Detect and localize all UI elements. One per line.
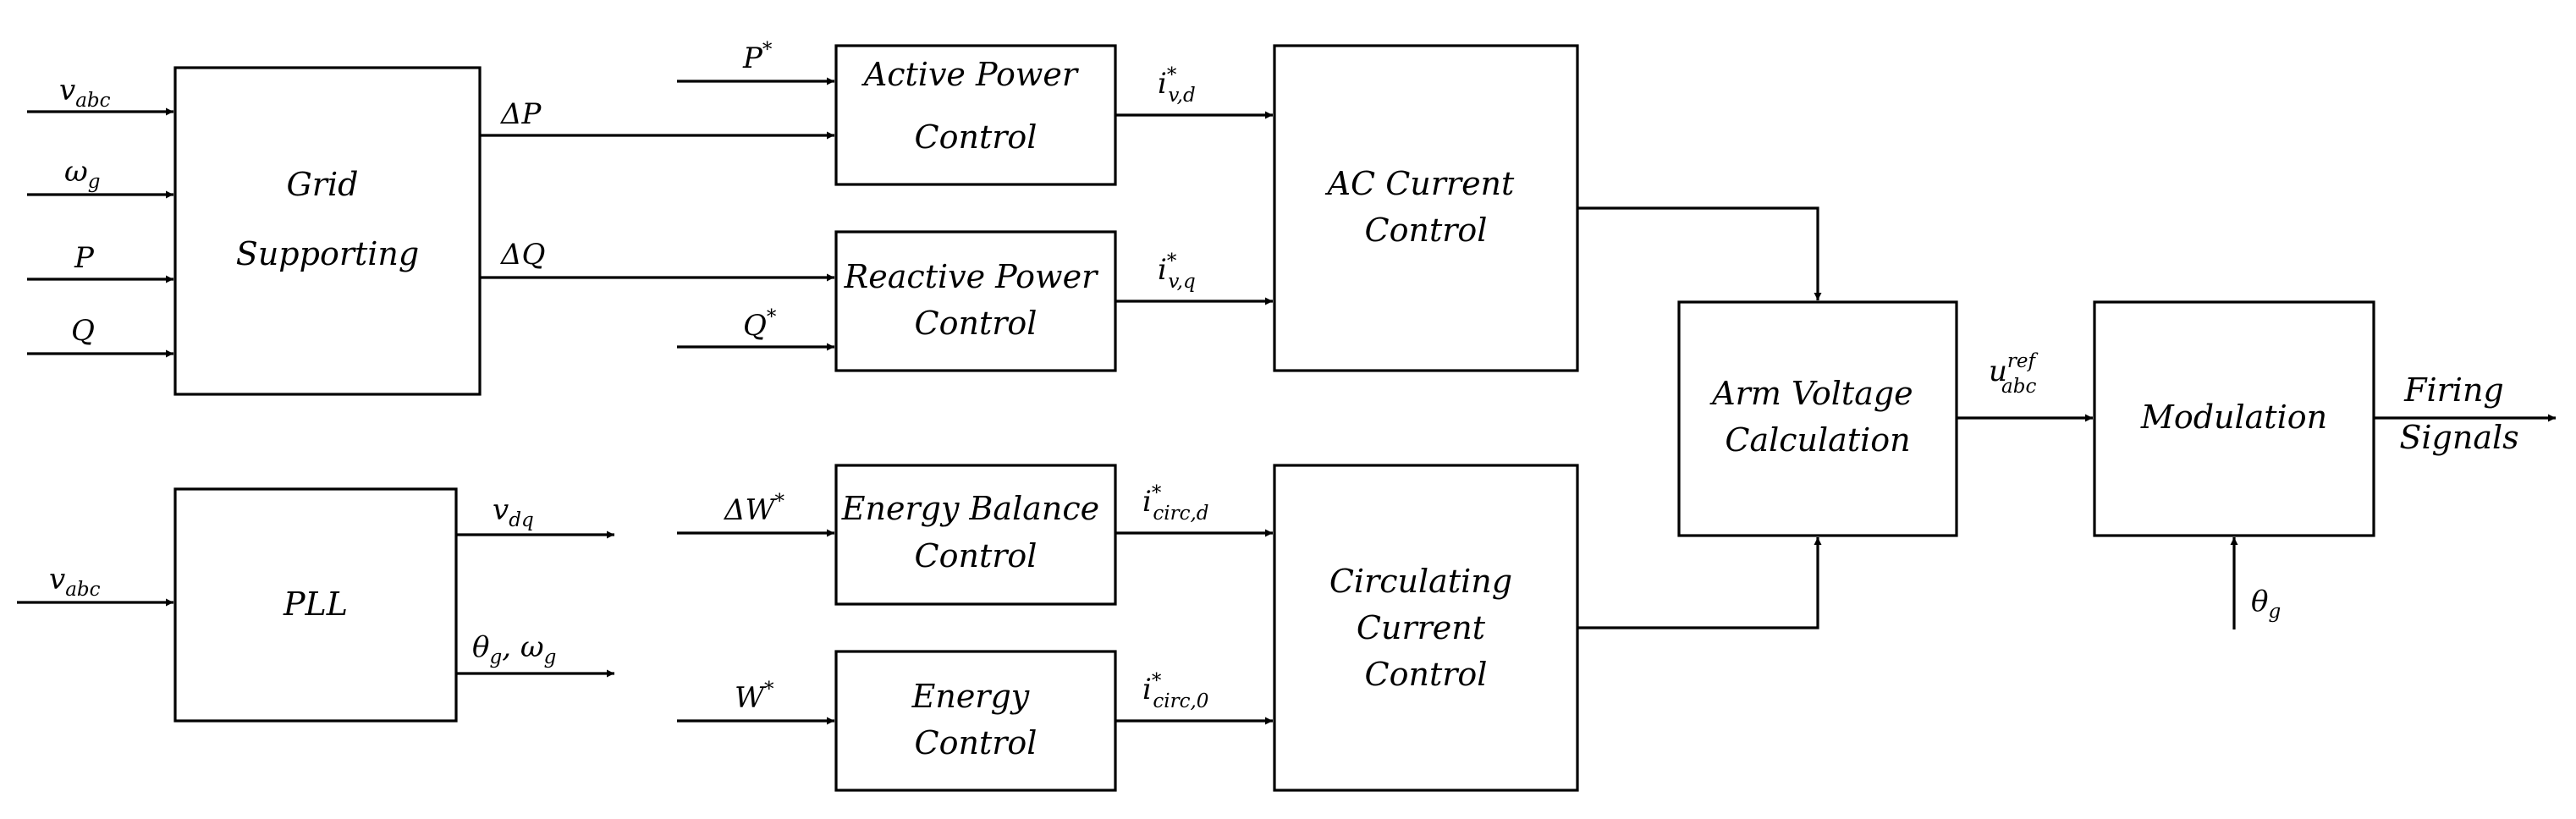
arm-voltage-calculation-label-1: Arm Voltage bbox=[1709, 375, 1913, 412]
reactive-power-control-block: Reactive Power Control bbox=[834, 230, 1117, 372]
wire-ac-to-arm bbox=[1577, 206, 1822, 300]
label-theta-omega: θg, ωg bbox=[472, 630, 556, 668]
svg-text:Modulation: Modulation bbox=[2140, 399, 2327, 436]
label-vabc-grid: vabc bbox=[59, 74, 111, 112]
label-w-star: W* bbox=[735, 679, 774, 715]
label-theta-g: θg bbox=[2251, 585, 2281, 623]
svg-text:Active Power Control: Active Power Control bbox=[861, 56, 1087, 156]
ac-current-control-label-1: AC Current bbox=[1325, 165, 1515, 202]
ac-current-control-label-2: Control bbox=[1365, 212, 1488, 249]
energy-balance-control-block: Energy Balance Control bbox=[834, 464, 1117, 606]
label-icirc-0: i*circ,0 bbox=[1142, 670, 1208, 712]
label-vabc-pll: vabc bbox=[49, 563, 101, 601]
svg-text:AC Current Control: AC Current Control bbox=[1325, 165, 1525, 249]
label-delta-w-star: ΔW* bbox=[723, 491, 785, 527]
energy-control-block: Energy Control bbox=[834, 650, 1117, 792]
svg-text:Energy Control: Energy Control bbox=[911, 678, 1040, 761]
ac-current-control-block: AC Current Control bbox=[1273, 44, 1579, 372]
arm-voltage-calculation-block: Arm Voltage Calculation bbox=[1677, 300, 1958, 537]
active-power-control-label-2: Control bbox=[915, 118, 1038, 156]
reactive-power-control-label-2: Control bbox=[915, 305, 1038, 342]
connections bbox=[17, 77, 2556, 725]
svg-text:Circulating Current: Circulating Current Control bbox=[1329, 563, 1522, 693]
label-ivq: i*v,q bbox=[1158, 250, 1196, 293]
label-p-star: P* bbox=[742, 39, 773, 75]
svg-text:Reactive Power Control: Reactive Power Control bbox=[844, 258, 1108, 342]
active-power-control-block: Active Power Control bbox=[834, 44, 1117, 186]
svg-text:Energy Balance Control: Energy Balance Control bbox=[841, 490, 1109, 574]
label-delta-p: ΔP bbox=[499, 97, 542, 131]
wire-circ-to-arm bbox=[1577, 537, 1822, 629]
grid-supporting-label-2: Supporting bbox=[236, 235, 419, 272]
reactive-power-control-label-1: Reactive Power bbox=[844, 258, 1099, 295]
modulation-block: Modulation bbox=[2093, 300, 2375, 537]
label-delta-q: ΔQ bbox=[499, 238, 545, 272]
energy-balance-control-label-2: Control bbox=[915, 537, 1038, 574]
label-icirc-d: i*circ,d bbox=[1142, 482, 1209, 525]
energy-control-label-2: Control bbox=[915, 724, 1038, 761]
label-p: P bbox=[74, 241, 95, 275]
pll-block: PLL bbox=[173, 487, 458, 723]
active-power-control-label-1: Active Power bbox=[861, 56, 1080, 93]
energy-balance-control-label-1: Energy Balance bbox=[841, 490, 1099, 527]
label-omega-g: ωg bbox=[64, 155, 100, 193]
grid-supporting-block: Grid Supporting bbox=[173, 66, 482, 396]
label-firing-signals: Firing Signals bbox=[2399, 371, 2518, 456]
circulating-current-control-label-2: Current bbox=[1357, 609, 1486, 646]
label-q: Q bbox=[71, 314, 95, 348]
grid-supporting-label-1: Grid bbox=[286, 166, 358, 203]
label-ivd: i*v,d bbox=[1158, 64, 1196, 107]
svg-text:Arm Voltage Calculation: Arm Voltage Calculation bbox=[1709, 375, 1924, 459]
svg-text:Grid Supporting: Grid Supporting bbox=[236, 166, 419, 272]
circulating-current-control-label-1: Circulating bbox=[1329, 563, 1512, 600]
label-q-star: Q* bbox=[743, 306, 777, 343]
label-vdq: vdq bbox=[493, 493, 534, 531]
arm-voltage-calculation-label-2: Calculation bbox=[1725, 421, 1910, 459]
svg-text:PLL: PLL bbox=[283, 585, 348, 623]
circulating-current-control-block: Circulating Current Control bbox=[1273, 464, 1579, 792]
energy-control-label-1: Energy bbox=[911, 678, 1030, 715]
circulating-current-control-label-3: Control bbox=[1365, 656, 1488, 693]
signal-labels: vabc ωg P Q ΔP ΔQ P* Q* i*v,d i*v,q vabc… bbox=[49, 39, 2519, 715]
modulation-label: Modulation bbox=[2140, 399, 2327, 436]
pll-label: PLL bbox=[283, 585, 348, 623]
